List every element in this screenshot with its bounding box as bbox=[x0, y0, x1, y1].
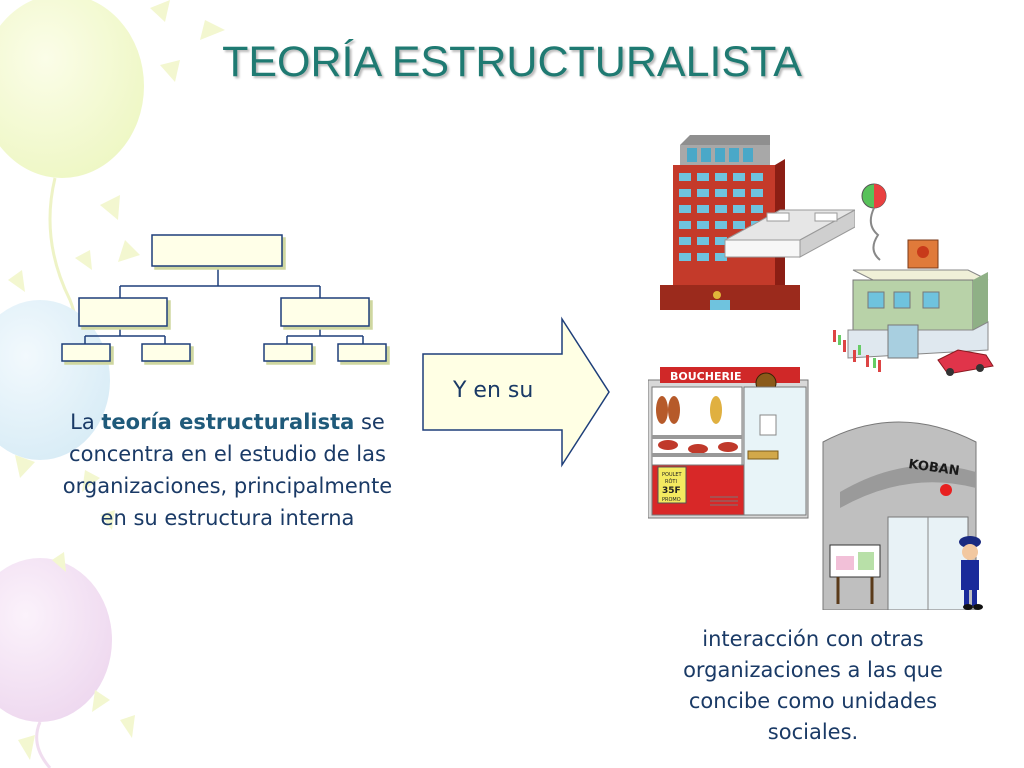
org-box-mid-right bbox=[280, 297, 370, 327]
org-box-bottom-4 bbox=[337, 343, 387, 362]
shop-building-illustration bbox=[833, 183, 994, 376]
police-officer-icon bbox=[959, 536, 983, 610]
slide-title: TEORÍA ESTRUCTURALISTA bbox=[222, 38, 802, 86]
office-building-illustration bbox=[660, 135, 855, 310]
arrow-label: Y en su bbox=[453, 378, 534, 403]
org-box-top bbox=[151, 234, 283, 267]
left-description: La teoría estructuralista se concentra e… bbox=[60, 406, 395, 534]
org-box-bottom-2 bbox=[141, 343, 191, 362]
org-box-mid-left bbox=[78, 297, 168, 327]
koban-police-box-illustration: KOBAN bbox=[822, 421, 983, 610]
left-text-part1: La bbox=[70, 410, 102, 434]
poster-line-4: PROMO bbox=[662, 497, 681, 503]
org-box-bottom-3 bbox=[263, 343, 313, 362]
poster-line-1: POULET bbox=[662, 472, 683, 478]
right-arrow-shape bbox=[422, 316, 610, 468]
koban-sign: KOBAN bbox=[907, 457, 960, 479]
confetti bbox=[8, 0, 225, 760]
right-description: interacción con otras organizaciones a l… bbox=[683, 627, 943, 744]
blue-balloon bbox=[0, 300, 110, 460]
org-box-bottom-1 bbox=[61, 343, 111, 362]
poster-line-2: RÔTI bbox=[665, 478, 677, 485]
poster-line-3: 35F bbox=[662, 486, 681, 496]
org-chart-diagram bbox=[61, 234, 387, 362]
left-text-part2: se concentra en el estudio de las organi… bbox=[62, 410, 393, 530]
red-lamp-icon bbox=[940, 484, 952, 496]
pink-balloon bbox=[0, 558, 112, 768]
boucherie-sign: BOUCHERIE bbox=[670, 370, 742, 383]
boucherie-shop-illustration: BOUCHERIE POULET RÔTI 35F PROMO bbox=[648, 367, 809, 519]
left-text-bold: teoría estructuralista bbox=[101, 410, 355, 434]
